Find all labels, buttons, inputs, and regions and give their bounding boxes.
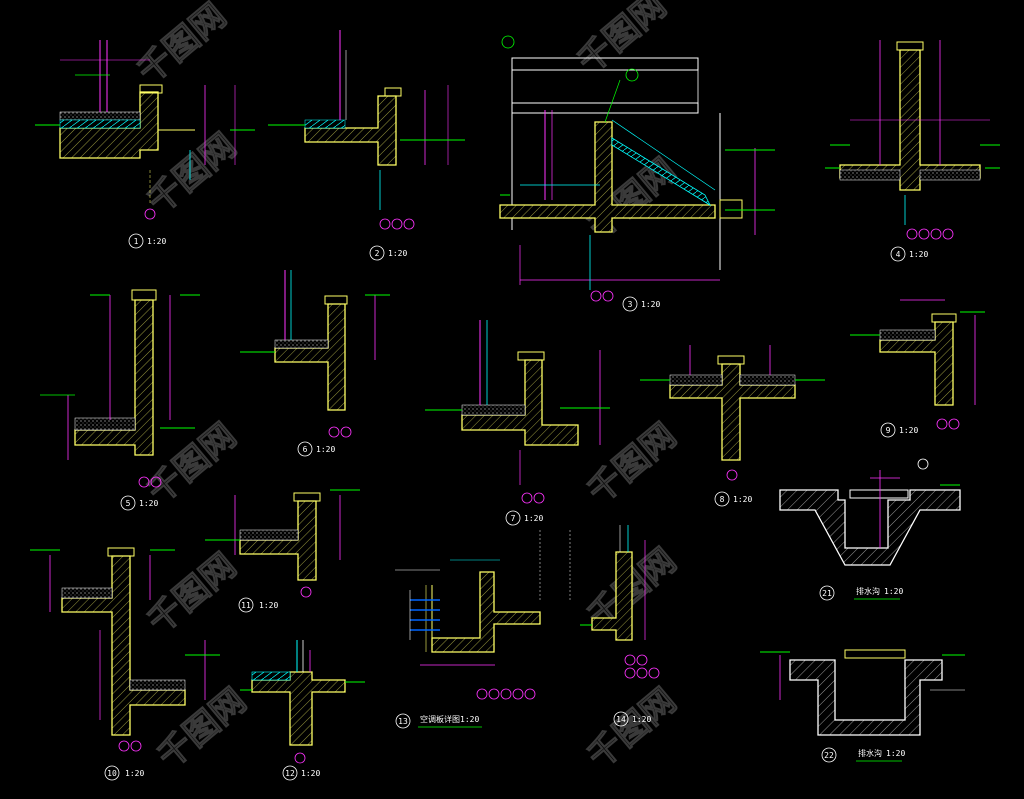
svg-text:14: 14 <box>616 715 626 724</box>
svg-text:1:20: 1:20 <box>524 514 543 523</box>
detail-label: 13 空调板详图 1:20 <box>395 713 482 729</box>
svg-text:9: 9 <box>886 426 891 435</box>
detail-label: 9 1:20 <box>880 422 918 438</box>
detail-label: 14 1:20 <box>613 711 651 727</box>
watermark-layer: 千图网 千图网 千图网 千图网 千图网 千图网 千图网 千图网 千图网 千图网 <box>130 0 685 777</box>
svg-text:8: 8 <box>720 495 725 504</box>
watermark-text: 千图网 <box>580 416 684 512</box>
svg-text:4: 4 <box>896 250 901 259</box>
svg-text:6: 6 <box>303 445 308 454</box>
detail-1: 1 1:20 <box>35 40 255 249</box>
svg-text:1:20: 1:20 <box>147 237 166 246</box>
detail-12: 12 1:20 <box>240 640 365 781</box>
detail-13: 13 空调板详图 1:20 <box>395 530 571 729</box>
watermark-text: 千图网 <box>580 681 684 777</box>
svg-text:22: 22 <box>824 751 834 760</box>
svg-text:2: 2 <box>375 249 380 258</box>
detail-9: 9 1:20 <box>850 299 985 438</box>
watermark-text: 千图网 <box>140 416 244 512</box>
svg-text:11: 11 <box>241 601 251 610</box>
detail-label: 11 1:20 <box>238 597 278 613</box>
detail-label: 8 1:20 <box>714 491 752 507</box>
detail-label: 22 排水沟 1:20 <box>821 747 905 763</box>
svg-text:1:20: 1:20 <box>884 587 903 596</box>
detail-11: 11 1:20 <box>205 489 360 613</box>
svg-text:3: 3 <box>628 300 633 309</box>
svg-text:1:20: 1:20 <box>301 769 320 778</box>
svg-text:1:20: 1:20 <box>733 495 752 504</box>
svg-text:1:20: 1:20 <box>632 715 651 724</box>
detail-label: 1 1:20 <box>128 233 166 249</box>
svg-text:12: 12 <box>285 769 295 778</box>
svg-text:排水沟: 排水沟 <box>858 748 882 758</box>
svg-text:7: 7 <box>511 514 516 523</box>
detail-label: 5 1:20 <box>120 495 158 511</box>
svg-text:10: 10 <box>107 769 117 778</box>
svg-text:1:20: 1:20 <box>125 769 144 778</box>
detail-label: 10 1:20 <box>104 765 144 781</box>
svg-text:1:20: 1:20 <box>460 715 479 724</box>
watermark-text: 千图网 <box>140 546 244 642</box>
svg-text:1:20: 1:20 <box>388 249 407 258</box>
detail-6: 6 1:20 <box>240 270 390 457</box>
svg-text:1:20: 1:20 <box>259 601 278 610</box>
svg-text:1:20: 1:20 <box>909 250 928 259</box>
svg-text:1:20: 1:20 <box>641 300 660 309</box>
watermark-text: 千图网 <box>130 0 234 92</box>
svg-text:1:20: 1:20 <box>316 445 335 454</box>
detail-label: 4 1:20 <box>890 246 928 262</box>
detail-8: 8 1:20 <box>640 345 825 507</box>
detail-5: 5 1:20 <box>40 289 200 511</box>
detail-label: 2 1:20 <box>369 245 407 261</box>
detail-3: 3 1:20 <box>499 35 775 312</box>
svg-text:1:20: 1:20 <box>139 499 158 508</box>
detail-label: 6 1:20 <box>297 441 335 457</box>
detail-7: 7 1:20 <box>425 320 610 526</box>
svg-text:13: 13 <box>398 717 408 726</box>
detail-14: 14 1:20 <box>580 525 660 727</box>
svg-text:21: 21 <box>822 589 832 598</box>
detail-label: 3 1:20 <box>622 296 660 312</box>
svg-text:1:20: 1:20 <box>899 426 918 435</box>
svg-text:1: 1 <box>134 237 139 246</box>
detail-4: 4 1:20 <box>825 40 1000 262</box>
svg-text:1:20: 1:20 <box>886 749 905 758</box>
svg-text:排水沟: 排水沟 <box>856 586 880 596</box>
detail-label: 12 1:20 <box>282 765 320 781</box>
detail-21: 21 排水沟 1:20 <box>779 458 961 601</box>
detail-2: 2 1:20 <box>268 30 465 261</box>
detail-22: 22 排水沟 1:20 <box>760 649 965 763</box>
svg-text:空调板详图: 空调板详图 <box>420 714 460 724</box>
detail-10: 10 1:20 <box>30 547 220 781</box>
detail-label: 21 排水沟 1:20 <box>819 585 903 601</box>
detail-label: 7 1:20 <box>505 510 543 526</box>
svg-text:5: 5 <box>126 499 131 508</box>
